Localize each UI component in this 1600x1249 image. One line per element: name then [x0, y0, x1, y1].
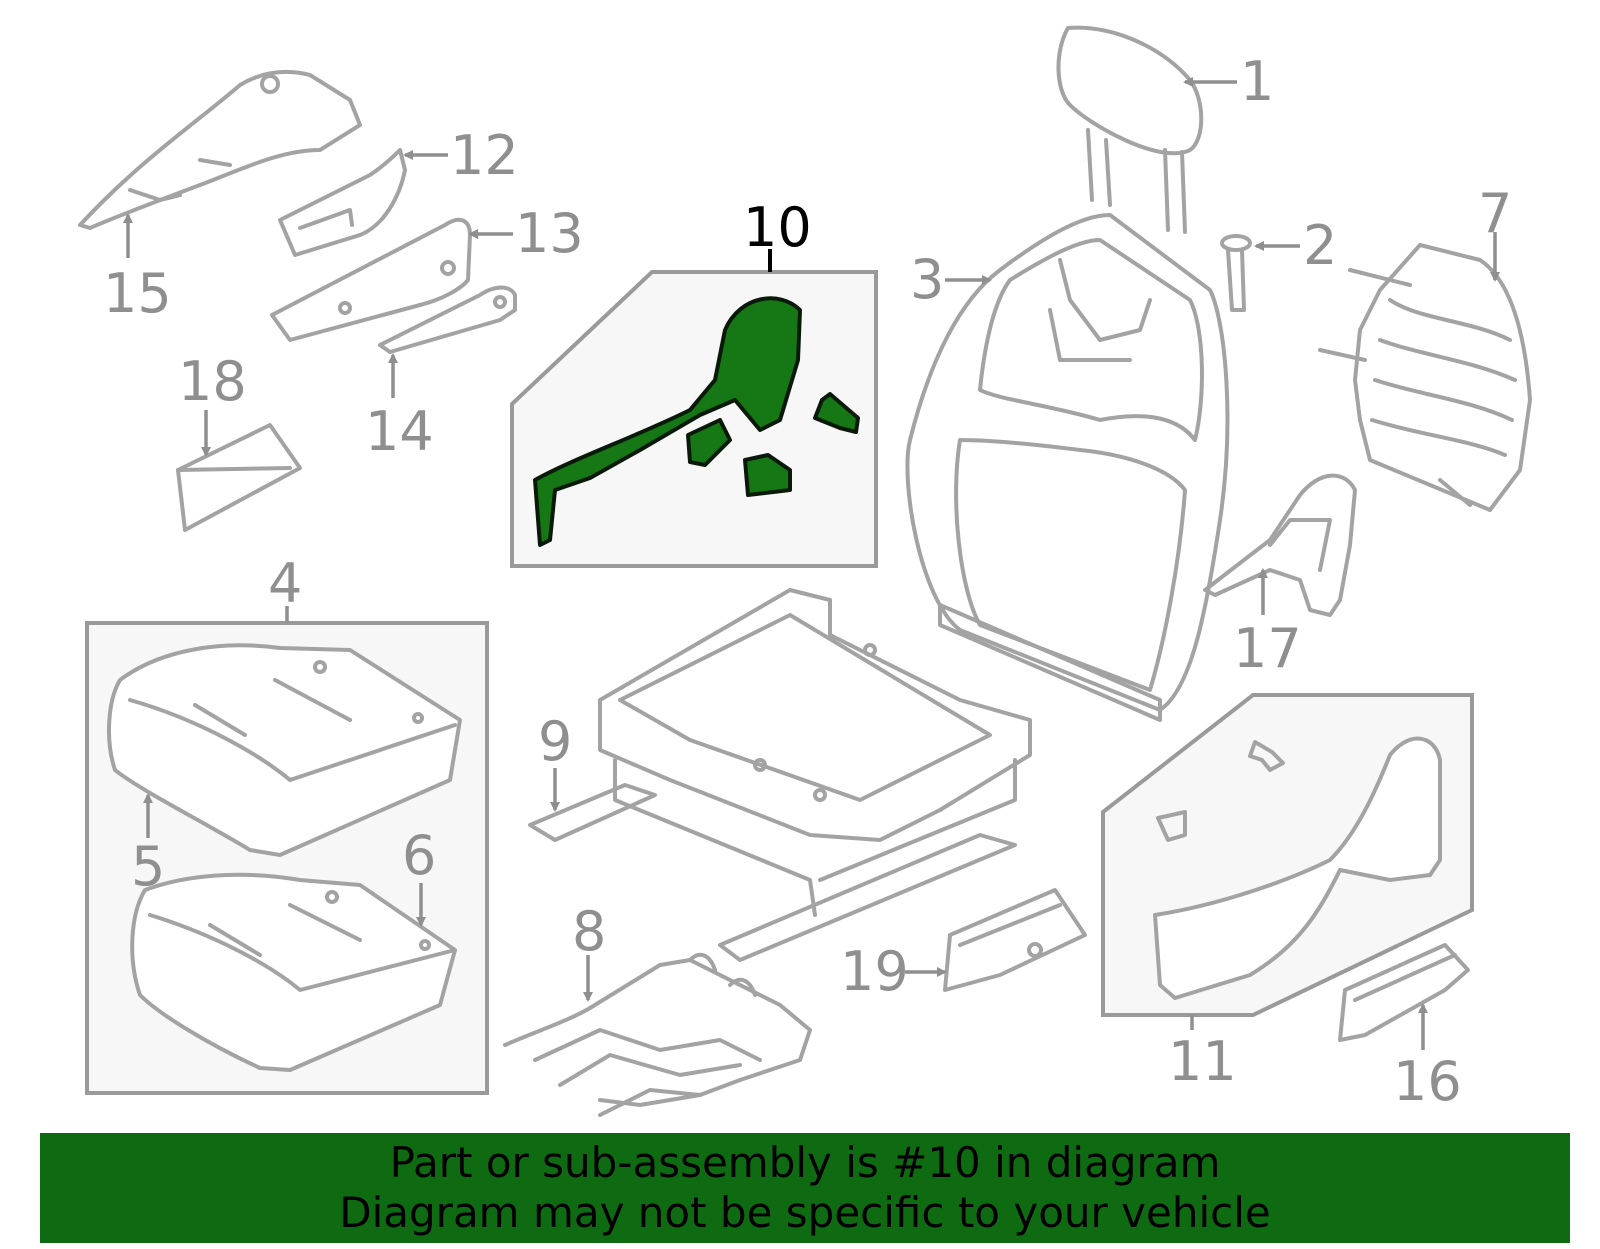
- callout-17: 17: [1233, 617, 1302, 680]
- callout-7: 7: [1478, 182, 1512, 245]
- part-14-lever: [378, 285, 517, 354]
- callout-8: 8: [572, 900, 606, 963]
- callout-16: 16: [1393, 1050, 1462, 1113]
- callout-2: 2: [1303, 214, 1337, 277]
- part-16-cover: [1338, 943, 1470, 1042]
- part-1-headrest: [1056, 25, 1204, 234]
- callout-3: 3: [910, 248, 944, 311]
- callout-4: 4: [268, 552, 302, 615]
- banner-line-1: Part or sub-assembly is #10 in diagram: [389, 1138, 1221, 1187]
- part-18-cover: [176, 423, 302, 532]
- info-banner: Part or sub-assembly is #10 in diagram D…: [40, 1133, 1570, 1243]
- part-5-cushion: [106, 643, 462, 857]
- part-8-spring-mat: [503, 952, 812, 1117]
- callout-12: 12: [450, 124, 519, 187]
- part-11-side-shield: [1153, 736, 1442, 1000]
- callout-6: 6: [402, 824, 436, 887]
- part-10-highlighted: [533, 296, 860, 547]
- part-6-cushion-pad: [130, 872, 457, 1072]
- part-9-seat-frame: [528, 588, 1032, 962]
- callout-13: 13: [515, 202, 584, 265]
- part-15-track-cover: [78, 70, 362, 230]
- part-13-side-cover: [270, 217, 472, 342]
- callout-9: 9: [538, 710, 572, 773]
- callout-1: 1: [1240, 50, 1274, 113]
- callout-10: 10: [743, 196, 812, 259]
- part-12-trim: [278, 148, 407, 257]
- callout-18: 18: [178, 350, 247, 413]
- callout-19: 19: [840, 940, 909, 1003]
- callout-11: 11: [1168, 1030, 1237, 1093]
- part-17-bracket: [1203, 473, 1357, 617]
- callout-15: 15: [103, 262, 172, 325]
- part-2-bolt: [1220, 234, 1252, 312]
- part-3-seat-back: [905, 213, 1230, 722]
- part-19-cover: [943, 888, 1087, 992]
- banner-line-2: Diagram may not be specific to your vehi…: [339, 1188, 1271, 1237]
- part-7-back-frame: [1318, 243, 1532, 512]
- callout-14: 14: [365, 400, 434, 463]
